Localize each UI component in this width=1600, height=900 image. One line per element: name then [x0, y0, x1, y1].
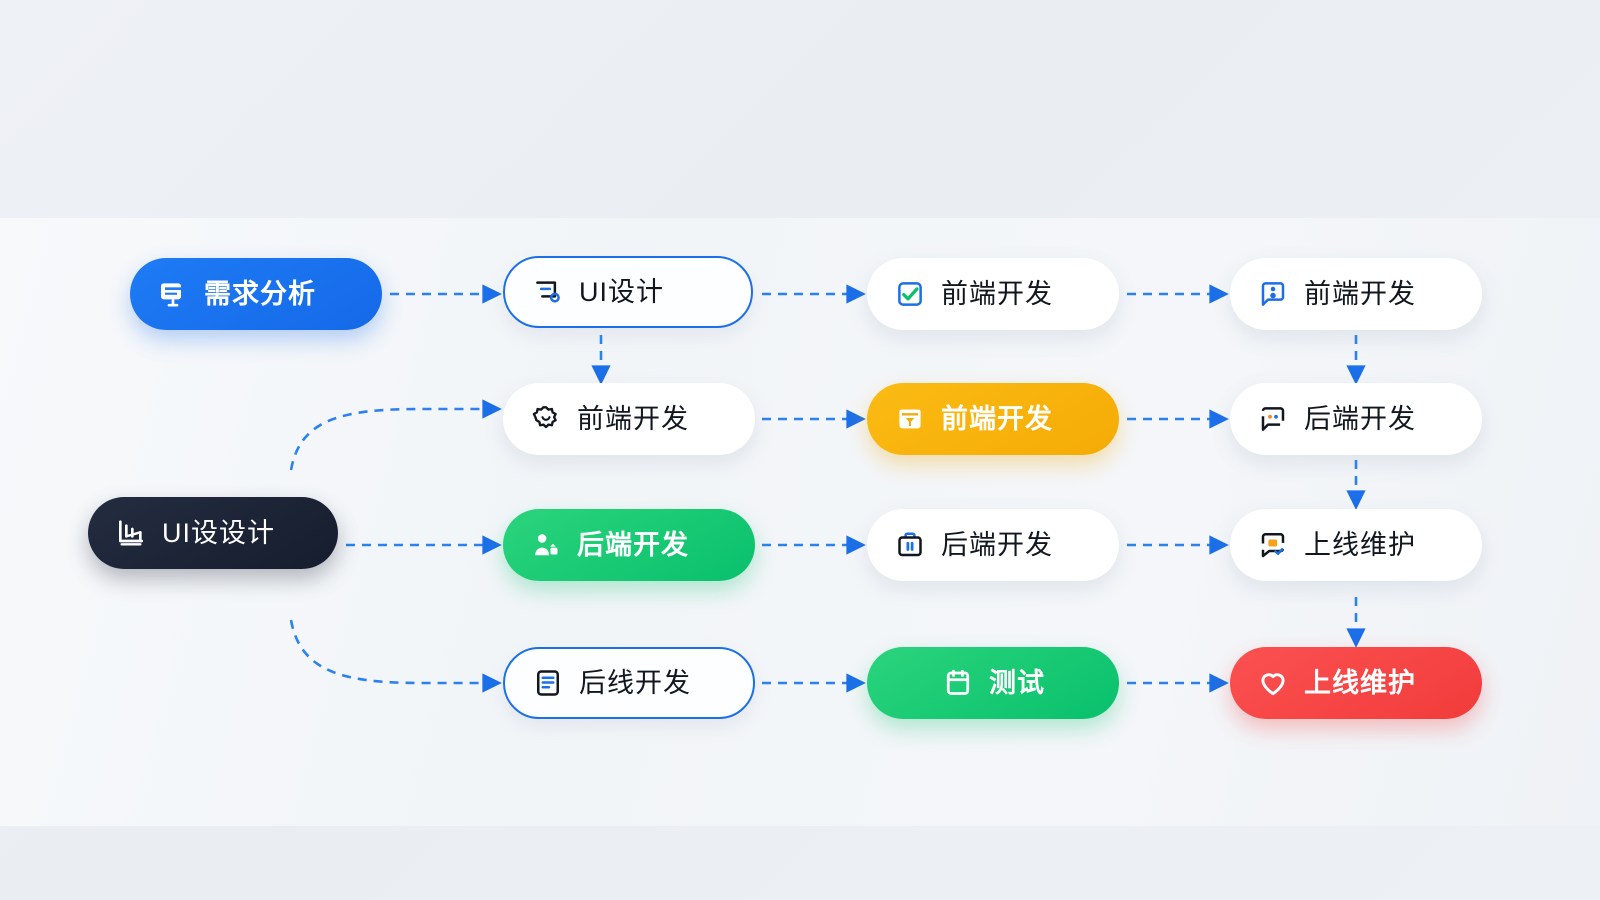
calendar-box-icon [893, 402, 927, 436]
node-label: 上线维护 [1304, 667, 1416, 698]
user-person-icon [529, 528, 563, 562]
edge-n8-n5 [289, 399, 502, 471]
node-label: 后线开发 [579, 667, 691, 698]
heart-icon [1256, 666, 1290, 700]
node-online-maintenance-heart[interactable]: 上线维护 [1230, 647, 1482, 719]
chat-person-icon [1256, 277, 1290, 311]
node-backend-dev-chat[interactable]: 后端开发 [1230, 383, 1482, 455]
checkbox-check-icon [893, 277, 927, 311]
node-label: 测试 [989, 667, 1045, 698]
node-frontend-dev-check[interactable]: 前端开发 [867, 258, 1119, 330]
node-label: 上线维护 [1304, 529, 1416, 560]
node-label: 前端开发 [577, 403, 689, 434]
calendar-icon [941, 666, 975, 700]
bar-chart-icon [114, 516, 148, 550]
node-requirement-analysis[interactable]: 需求分析 [130, 258, 382, 330]
document-note-icon [156, 277, 190, 311]
bookmark-tag-icon [1256, 528, 1290, 562]
node-online-maintenance-tag[interactable]: 上线维护 [1230, 509, 1482, 581]
node-ui-design[interactable]: UI设计 [503, 256, 753, 328]
node-frontend-dev-chat[interactable]: 前端开发 [1230, 258, 1482, 330]
node-backline-dev[interactable]: 后线开发 [503, 647, 755, 719]
node-label: 前端开发 [941, 403, 1053, 434]
node-backend-dev-user[interactable]: 后端开发 [503, 509, 755, 581]
gear-icon [529, 402, 563, 436]
node-backend-dev-briefcase[interactable]: 后端开发 [867, 509, 1119, 581]
chat-dots-icon [1256, 402, 1290, 436]
node-testing[interactable]: 测试 [867, 647, 1119, 719]
document-list-icon [531, 666, 565, 700]
node-label: 前端开发 [1304, 278, 1416, 309]
node-frontend-dev-calendar[interactable]: 前端开发 [867, 383, 1119, 455]
node-ui-design-dark[interactable]: UI设设计 [88, 497, 338, 569]
edge-n8-n12 [289, 619, 502, 693]
node-frontend-dev-gear[interactable]: 前端开发 [503, 383, 755, 455]
node-label: 后端开发 [941, 529, 1053, 560]
layout-dot-icon [531, 275, 565, 309]
node-label: 前端开发 [941, 278, 1053, 309]
briefcase-icon [893, 528, 927, 562]
node-label: 后端开发 [1304, 403, 1416, 434]
node-label: 需求分析 [204, 278, 316, 309]
node-label: UI设计 [579, 276, 664, 307]
node-label: UI设设计 [162, 517, 275, 548]
node-label: 后端开发 [577, 529, 689, 560]
